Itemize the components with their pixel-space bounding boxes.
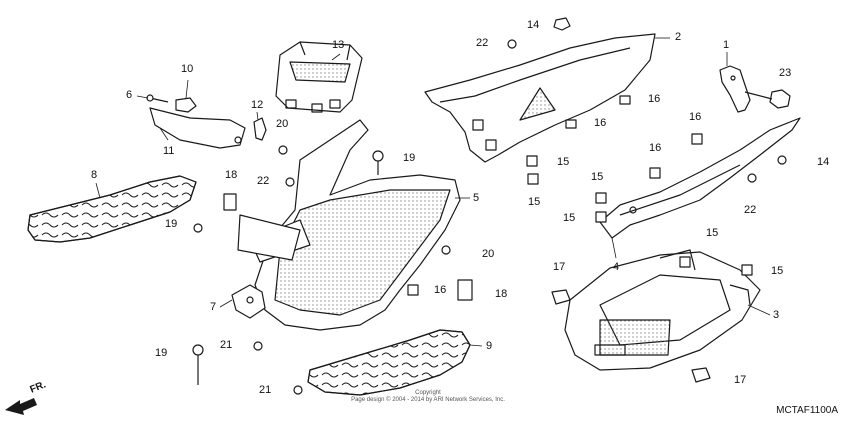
callout-14b: 14 — [817, 156, 830, 168]
part-9-floor-mat-right — [307, 329, 471, 396]
callout-2: 2 — [675, 31, 682, 43]
callout-13: 13 — [332, 39, 345, 51]
copyright-line-2: Page design © 2004 - 2014 by ARI Network… — [351, 397, 505, 404]
callout-3: 3 — [773, 309, 780, 321]
callout-17b: 17 — [734, 374, 747, 386]
clips — [407, 95, 753, 296]
front-direction-arrow — [5, 398, 37, 415]
callout-17a: 17 — [553, 261, 566, 273]
callout-22b: 22 — [257, 175, 270, 187]
part-13-center-cover — [275, 41, 363, 113]
part-2-under-cover — [424, 33, 656, 163]
callout-16b: 16 — [594, 117, 607, 129]
callout-19a: 19 — [403, 152, 416, 164]
leader-lines — [95, 37, 771, 347]
callout-15d: 15 — [563, 212, 576, 224]
part-6-screw — [146, 94, 169, 103]
callout-21a: 21 — [220, 339, 233, 351]
fasteners — [192, 17, 787, 395]
callout-22a: 22 — [476, 37, 489, 49]
callout-16d: 16 — [649, 142, 662, 154]
callout-4: 4 — [613, 261, 620, 273]
callout-22c: 22 — [744, 204, 757, 216]
callout-20b: 20 — [482, 248, 495, 260]
callout-7: 7 — [210, 301, 217, 313]
callout-15c: 15 — [591, 171, 604, 183]
callout-16c: 16 — [689, 111, 702, 123]
callout-18b: 18 — [495, 288, 508, 300]
callout-12: 12 — [251, 99, 264, 111]
callout-15b: 15 — [528, 196, 541, 208]
callout-9: 9 — [486, 340, 493, 352]
part-1-bracket — [719, 65, 751, 113]
callout-16e: 16 — [434, 284, 447, 296]
callout-15a: 15 — [557, 156, 570, 168]
part-8-floor-mat-left — [27, 175, 197, 243]
callout-18a: 18 — [225, 169, 238, 181]
callout-23: 23 — [779, 67, 792, 79]
callout-8: 8 — [91, 169, 98, 181]
part-11-rail — [149, 107, 246, 149]
callout-5: 5 — [473, 192, 480, 204]
callout-15f: 15 — [771, 265, 784, 277]
callout-11: 11 — [163, 145, 175, 157]
callout-6: 6 — [126, 89, 133, 101]
copyright-line-1: Copyright — [415, 390, 441, 396]
callout-16a: 16 — [648, 93, 661, 105]
part-23-bolt — [744, 89, 791, 109]
callout-14a: 14 — [527, 19, 540, 31]
callout-19b: 19 — [165, 218, 178, 230]
part-7-bracket — [231, 284, 266, 319]
callout-10: 10 — [181, 63, 194, 75]
diagram-code: MCTAF1100A — [776, 405, 838, 416]
callout-15e: 15 — [706, 227, 719, 239]
callout-21b: 21 — [259, 384, 272, 396]
part-10-clip — [175, 97, 197, 113]
callout-19c: 19 — [155, 347, 168, 359]
part-5-floor-panel — [237, 119, 461, 331]
callout-20a: 20 — [276, 118, 289, 130]
part-12-clip — [253, 117, 267, 141]
copyright-notice: Copyright Page design © 2004 - 2014 by A… — [338, 390, 518, 404]
callout-1: 1 — [723, 39, 730, 51]
part-4-side-cover — [599, 117, 801, 239]
part-3-lower-tray — [564, 249, 761, 371]
